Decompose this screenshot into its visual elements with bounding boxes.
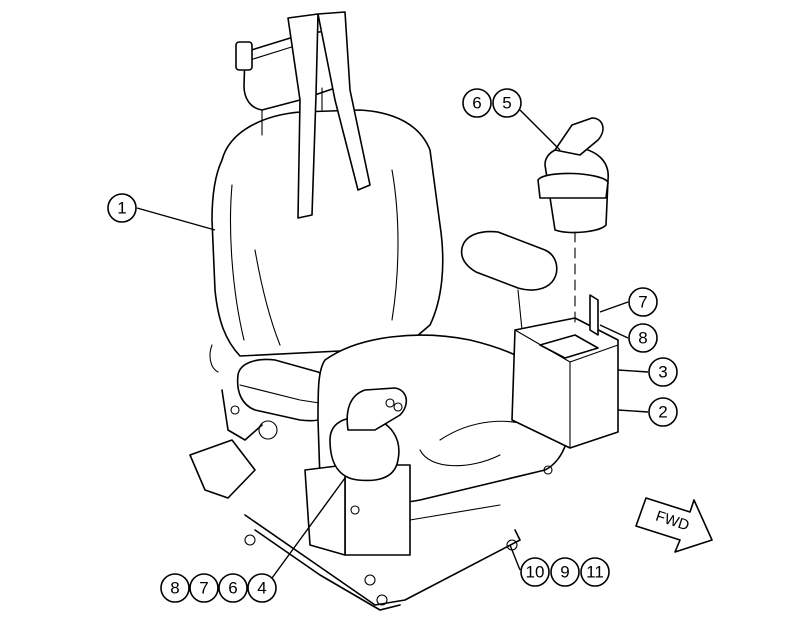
callout-8-lower: 8 (160, 573, 190, 603)
callout-6-upper-label: 6 (472, 94, 481, 113)
callout-6-lower: 6 (218, 573, 248, 603)
callout-1: 1 (107, 193, 137, 223)
left-armrest (189, 344, 335, 499)
callout-7-lower-label: 7 (199, 579, 208, 598)
seat-backrest (211, 109, 444, 357)
callout-4: 4 (247, 573, 277, 603)
callout-2-label: 2 (658, 403, 667, 422)
callout-2: 2 (648, 397, 678, 427)
callout-4-label: 4 (257, 579, 266, 598)
callout-8-upper: 8 (628, 323, 658, 353)
callout-6-lower-label: 6 (228, 579, 237, 598)
callout-8-upper-label: 8 (638, 329, 647, 348)
callout-10: 10 (520, 557, 550, 587)
callout-3: 3 (648, 357, 678, 387)
callout-7-upper: 7 (628, 287, 658, 317)
callout-5-label: 5 (502, 94, 511, 113)
seat-belt-straps (287, 11, 371, 219)
right-armrest (460, 230, 558, 331)
leader-lines (136, 109, 649, 579)
right-console (511, 317, 619, 475)
callout-9-label: 9 (560, 563, 569, 582)
upper-joystick (537, 117, 609, 336)
seat-base (244, 504, 521, 611)
callout-7-upper-label: 7 (638, 293, 647, 312)
callout-11-label: 11 (586, 563, 604, 582)
callout-8-lower-label: 8 (170, 579, 179, 598)
left-joystick (304, 387, 411, 556)
callout-1-label: 1 (117, 199, 126, 218)
callout-10-label: 10 (526, 563, 545, 582)
callout-6-upper: 6 (462, 88, 492, 118)
callout-11: 11 (580, 557, 610, 587)
callout-5: 5 (492, 88, 522, 118)
callout-7-lower: 7 (189, 573, 219, 603)
callout-9: 9 (550, 557, 580, 587)
forward-direction-arrow: FWD (635, 497, 713, 553)
callout-3-label: 3 (658, 363, 667, 382)
